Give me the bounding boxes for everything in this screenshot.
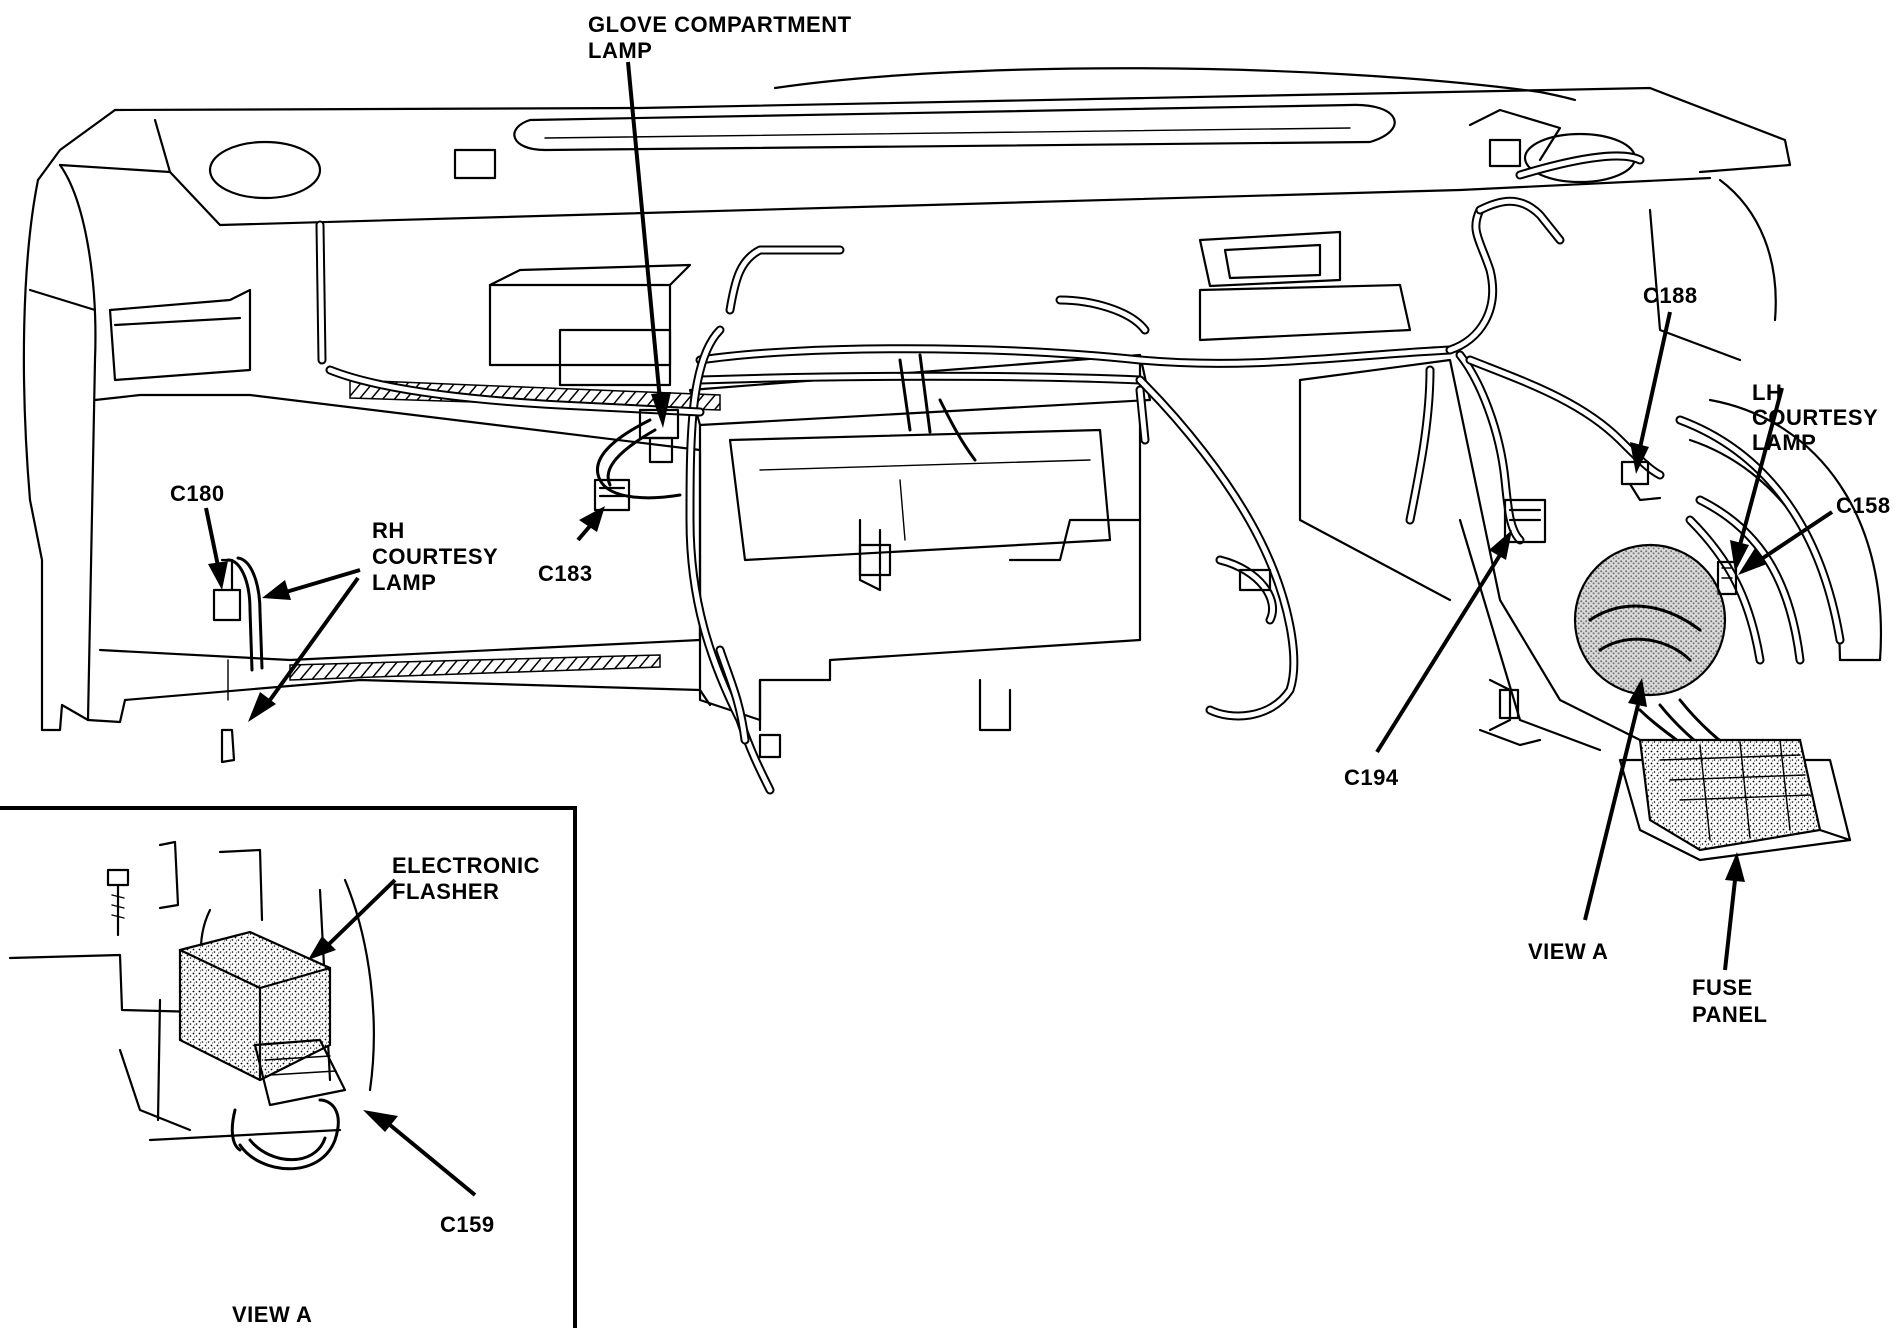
leader-arrows [204,61,1834,971]
label-view-a-inset: VIEW A [232,1302,312,1327]
label-fuse-panel-line2: PANEL [1692,1002,1767,1027]
callout-labels: GLOVE COMPARTMENT LAMP C188 LH COURTESY … [170,12,1891,1327]
label-fuse-panel-line1: FUSE [1692,975,1753,1000]
label-electronic-flasher-line1: ELECTRONIC [392,853,540,878]
view-a-callout-circle [1573,543,1727,697]
label-c180: C180 [170,481,225,506]
label-lh-courtesy-line2: COURTESY [1752,405,1878,430]
wiring-harness [226,151,1845,795]
label-c158: C158 [1836,493,1891,518]
label-electronic-flasher-line2: FLASHER [392,879,499,904]
label-view-a-main: VIEW A [1528,939,1608,964]
components [212,408,1852,862]
label-c183: C183 [538,561,593,586]
label-c194: C194 [1344,765,1399,790]
label-glove-compartment-lamp-line2: LAMP [588,38,652,63]
label-lh-courtesy-line1: LH [1752,380,1782,405]
label-rh-courtesy-line3: LAMP [372,570,436,595]
label-lh-courtesy-line3: LAMP [1752,430,1816,455]
label-rh-courtesy-line1: RH [372,518,405,543]
label-c188: C188 [1643,283,1698,308]
label-rh-courtesy-line2: COURTESY [372,544,498,569]
label-c159: C159 [440,1212,495,1237]
instrument-panel-drawing [22,67,1883,842]
view-a-inset [0,806,577,1328]
label-glove-compartment-lamp-line1: GLOVE COMPARTMENT [588,12,852,37]
